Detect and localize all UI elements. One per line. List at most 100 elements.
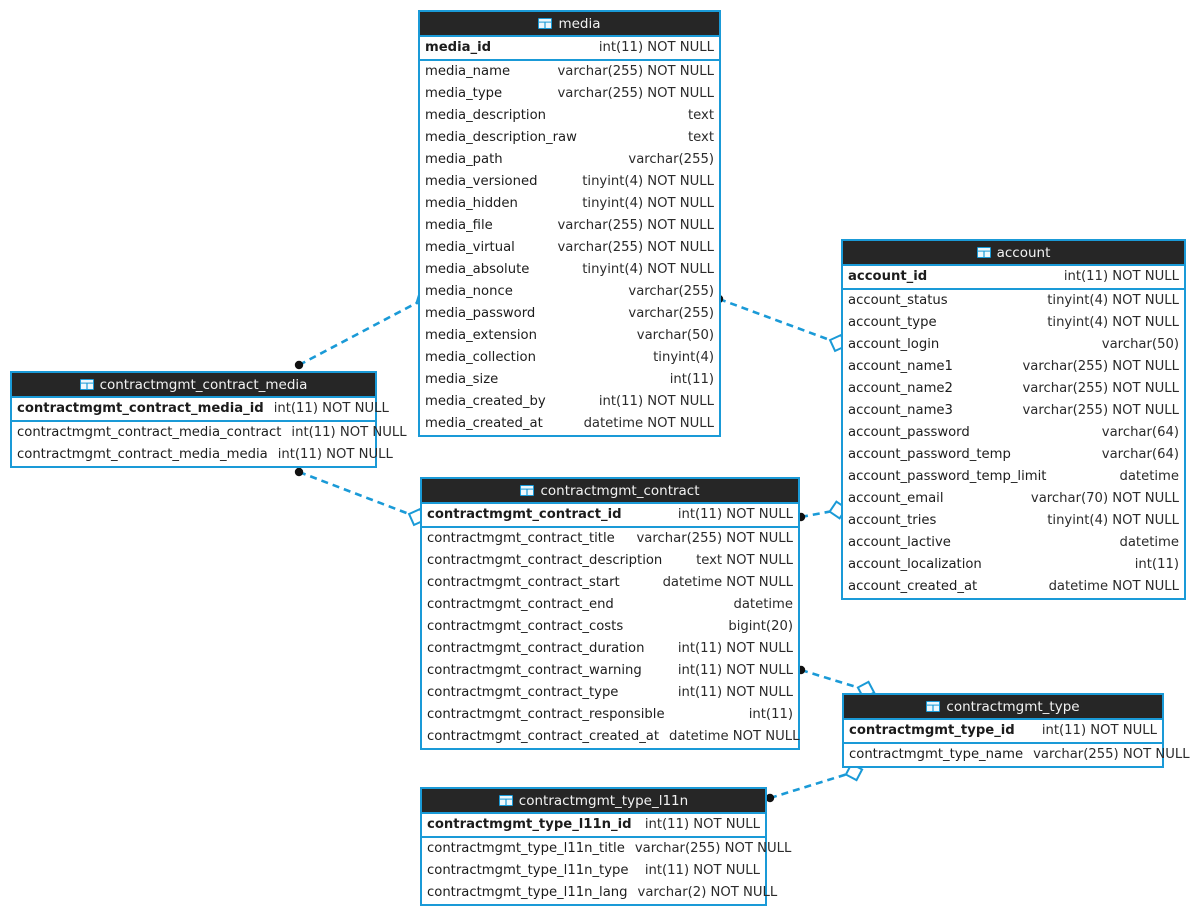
relationship-rel-typel11n-type bbox=[765, 762, 864, 803]
attribute-name: account_password bbox=[848, 425, 970, 440]
attribute-type: bigint(20) bbox=[728, 619, 793, 634]
entity-header-media[interactable]: media bbox=[420, 12, 719, 37]
table-icon bbox=[520, 485, 535, 496]
entity-header-contractmgmt_type_l11n[interactable]: contractmgmt_type_l11n bbox=[422, 789, 765, 814]
attribute-type: varchar(255) NOT NULL bbox=[557, 218, 715, 233]
attribute-name: account_localization bbox=[848, 557, 982, 572]
attribute-type: datetime bbox=[733, 597, 793, 612]
table-icon bbox=[79, 379, 94, 390]
relationship-line bbox=[298, 470, 418, 519]
attribute-type: int(11) NOT NULL bbox=[677, 507, 793, 522]
attribute-name: media_type bbox=[425, 86, 503, 101]
attribute-type: datetime NOT NULL bbox=[662, 575, 793, 590]
attribute-row[interactable]: account_localization int(11) bbox=[843, 554, 1184, 576]
attribute-name: contractmgmt_type_id bbox=[849, 723, 1015, 738]
relationship-line bbox=[769, 770, 855, 800]
attribute-name: contractmgmt_contract_duration bbox=[427, 641, 645, 656]
entity-header-contractmgmt_contract[interactable]: contractmgmt_contract bbox=[422, 479, 798, 504]
attribute-type: int(11) bbox=[1134, 557, 1179, 572]
attribute-type: datetime NOT NULL bbox=[669, 729, 800, 744]
attribute-type: int(11) NOT NULL bbox=[291, 425, 407, 440]
entity-header-contractmgmt_type[interactable]: contractmgmt_type bbox=[844, 695, 1162, 720]
attribute-name: account_lactive bbox=[848, 535, 951, 550]
attribute-row[interactable]: contractmgmt_contract_start datetime NOT … bbox=[422, 572, 798, 594]
attribute-type: varchar(50) bbox=[636, 328, 714, 343]
entity-header-account[interactable]: account bbox=[843, 241, 1184, 266]
attribute-name: account_status bbox=[848, 293, 948, 308]
table-icon bbox=[498, 795, 513, 806]
attribute-type: int(11) NOT NULL bbox=[277, 447, 393, 462]
attribute-name: contractmgmt_contract_type bbox=[427, 685, 619, 700]
attribute-name: media_collection bbox=[425, 350, 536, 365]
attribute-name: contractmgmt_type_name bbox=[849, 747, 1024, 762]
entity-header-contractmgmt_contract_media[interactable]: contractmgmt_contract_media bbox=[12, 373, 375, 398]
attribute-name: contractmgmt_contract_title bbox=[427, 531, 615, 546]
attribute-name: media_description bbox=[425, 108, 546, 123]
attribute-type: varchar(64) bbox=[1101, 447, 1179, 462]
table-icon bbox=[538, 18, 553, 29]
attribute-type: varchar(70) NOT NULL bbox=[1030, 491, 1179, 506]
attribute-name: contractmgmt_contract_start bbox=[427, 575, 620, 590]
relationship-source-dot bbox=[294, 467, 304, 477]
